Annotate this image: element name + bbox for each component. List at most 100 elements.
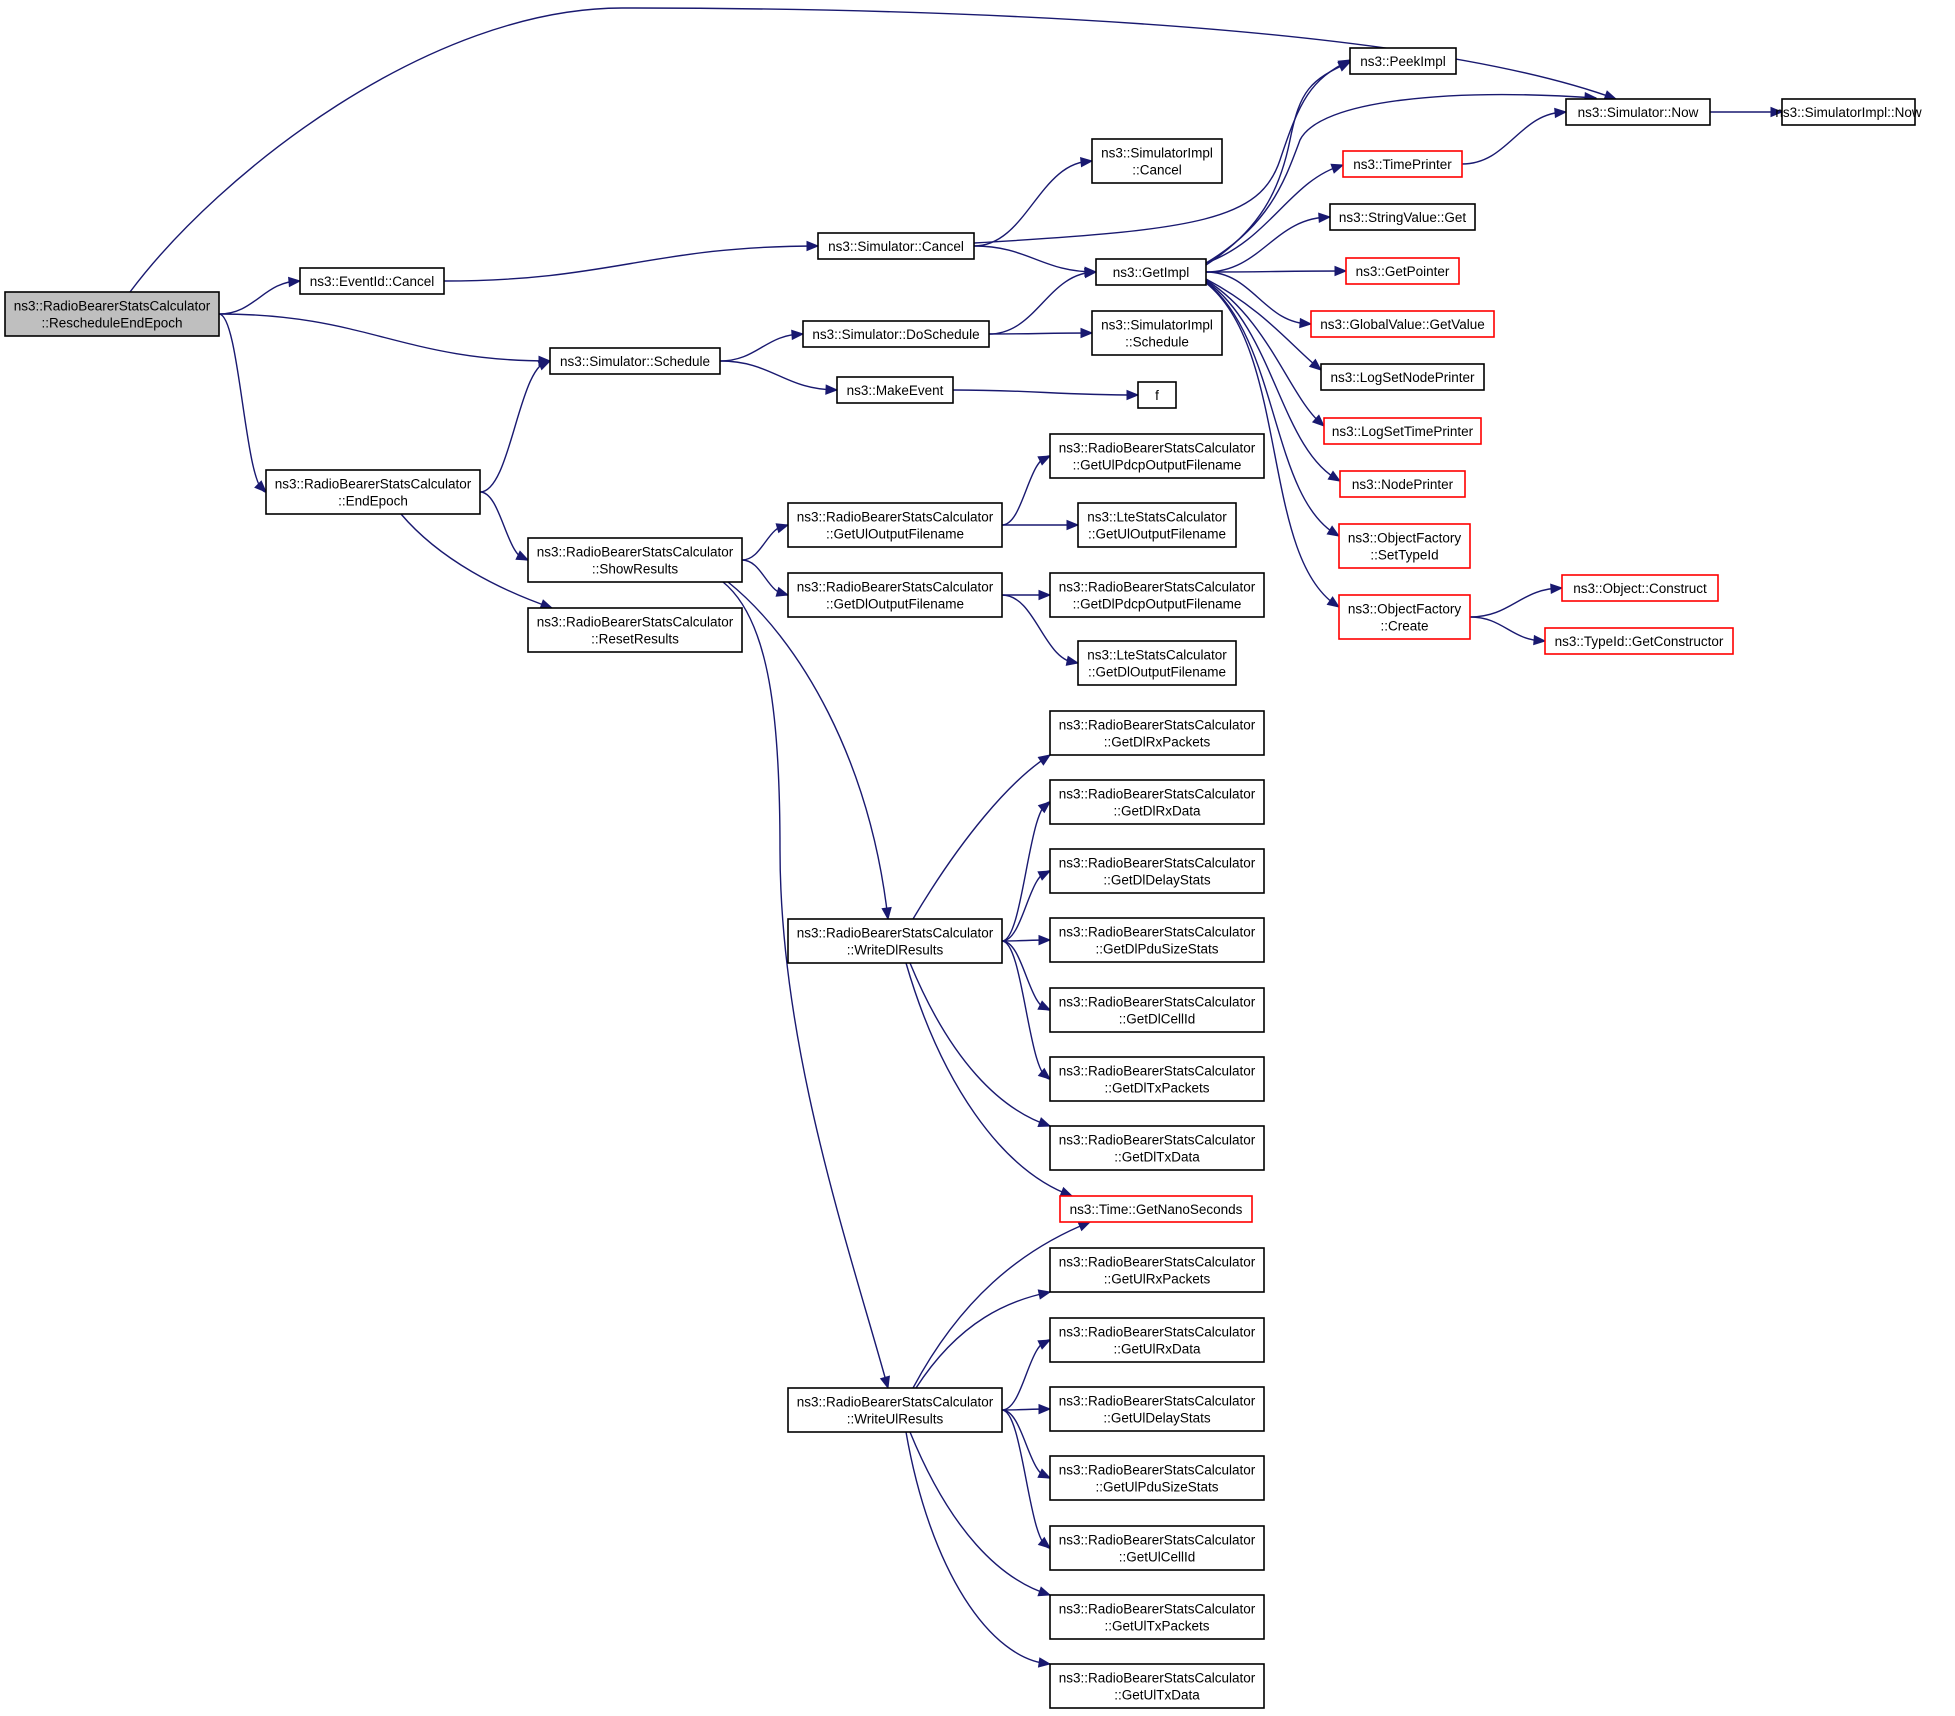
node-label-line: ::Create: [1380, 619, 1428, 634]
node-sim-doschedule[interactable]: ns3::Simulator::DoSchedule: [802, 320, 990, 348]
node-label-line: ::EndEpoch: [338, 494, 408, 509]
node-getultxdata[interactable]: ns3::RadioBearerStatsCalculator::GetUlTx…: [1049, 1663, 1265, 1709]
edge-getimpl-to-getpointer: [1205, 265, 1348, 277]
node-box: [1049, 710, 1265, 756]
node-sim-now[interactable]: ns3::Simulator::Now: [1565, 98, 1711, 126]
edge-line: [1205, 280, 1341, 482]
node-getulrxpackets[interactable]: ns3::RadioBearerStatsCalculator::GetUlRx…: [1049, 1247, 1265, 1293]
node-getuloutputfilename[interactable]: ns3::RadioBearerStatsCalculator::GetUlOu…: [787, 502, 1003, 548]
edge-endepoch-to-resetresults: [400, 513, 554, 610]
node-getuldelaystats[interactable]: ns3::RadioBearerStatsCalculator::GetUlDe…: [1049, 1386, 1265, 1432]
edge-line: [905, 1431, 1051, 1665]
arrowhead: [1084, 267, 1098, 279]
edge-getimpl-to-logsetnodeprinter: [1205, 278, 1323, 371]
node-showresults[interactable]: ns3::RadioBearerStatsCalculator::ShowRes…: [527, 537, 743, 583]
node-root[interactable]: ns3::RadioBearerStatsCalculator::Resched…: [4, 291, 220, 337]
node-getultxpackets[interactable]: ns3::RadioBearerStatsCalculator::GetUlTx…: [1049, 1594, 1265, 1640]
node-label-line: ns3::RadioBearerStatsCalculator: [797, 1395, 994, 1410]
node-label-line: ns3::RadioBearerStatsCalculator: [1059, 718, 1256, 733]
node-getdltxpackets[interactable]: ns3::RadioBearerStatsCalculator::GetDlTx…: [1049, 1056, 1265, 1102]
node-box: [1049, 917, 1265, 963]
node-simimpl-cancel[interactable]: ns3::SimulatorImpl::Cancel: [1091, 138, 1223, 184]
node-logsettimeprinter[interactable]: ns3::LogSetTimePrinter: [1323, 417, 1482, 445]
node-of-settypeid[interactable]: ns3::ObjectFactory::SetTypeId: [1338, 523, 1471, 569]
node-getdlrxdata[interactable]: ns3::RadioBearerStatsCalculator::GetDlRx…: [1049, 779, 1265, 825]
node-getdlcellid[interactable]: ns3::RadioBearerStatsCalculator::GetDlCe…: [1049, 987, 1265, 1033]
arrowhead: [1037, 1586, 1052, 1597]
node-box: [1338, 594, 1471, 640]
node-getulpdusizestats[interactable]: ns3::RadioBearerStatsCalculator::GetUlPd…: [1049, 1455, 1265, 1501]
edge-line: [722, 581, 889, 1389]
node-getdldelaystats[interactable]: ns3::RadioBearerStatsCalculator::GetDlDe…: [1049, 848, 1265, 894]
arrowhead: [515, 550, 530, 561]
node-label-line: ns3::RadioBearerStatsCalculator: [537, 615, 734, 630]
edge-endepoch-to-sim_schedule: [479, 360, 552, 493]
node-box: [836, 376, 954, 404]
edge-writeulresults-to-time_getnanoseconds: [912, 1221, 1092, 1389]
arrowhead: [537, 360, 552, 371]
node-sim-cancel[interactable]: ns3::Simulator::Cancel: [817, 232, 975, 260]
node-lte-getuloutputfilename[interactable]: ns3::LteStatsCalculator::GetUlOutputFile…: [1077, 502, 1237, 548]
node-f[interactable]: f: [1137, 381, 1177, 409]
node-box: [1338, 523, 1471, 569]
edge-line: [727, 581, 889, 920]
node-label-line: ns3::Time::GetNanoSeconds: [1070, 1202, 1243, 1217]
node-time-getnanoseconds[interactable]: ns3::Time::GetNanoSeconds: [1059, 1195, 1253, 1223]
node-logsetnodeprinter[interactable]: ns3::LogSetNodePrinter: [1320, 363, 1485, 391]
node-simimpl-now[interactable]: ns3::SimulatorImpl::Now: [1775, 98, 1922, 126]
node-box: [1342, 150, 1463, 178]
node-peekimpl[interactable]: ns3::PeekImpl: [1349, 47, 1457, 75]
node-box: [787, 572, 1003, 618]
edge-writedlresults-to-getdlrxpackets: [912, 754, 1052, 920]
node-getdltxdata[interactable]: ns3::RadioBearerStatsCalculator::GetDlTx…: [1049, 1125, 1265, 1171]
node-label-line: ::GetDlDelayStats: [1103, 873, 1211, 888]
node-label-line: ::Cancel: [1132, 163, 1182, 178]
node-object-construct[interactable]: ns3::Object::Construct: [1561, 574, 1719, 602]
arrowhead: [1337, 61, 1352, 72]
node-getdloutputfilename[interactable]: ns3::RadioBearerStatsCalculator::GetDlOu…: [787, 572, 1003, 618]
node-getimpl[interactable]: ns3::GetImpl: [1095, 258, 1207, 286]
node-label-line: ns3::RadioBearerStatsCalculator: [1059, 1325, 1256, 1340]
node-box: [1091, 138, 1223, 184]
node-of-create[interactable]: ns3::ObjectFactory::Create: [1338, 594, 1471, 640]
arrowhead: [806, 240, 820, 252]
node-getpointer[interactable]: ns3::GetPointer: [1345, 257, 1460, 285]
node-stringvalue-get[interactable]: ns3::StringValue::Get: [1329, 203, 1476, 231]
node-label-line: ::GetUlCellId: [1119, 1550, 1196, 1565]
node-getdlpdusizestats[interactable]: ns3::RadioBearerStatsCalculator::GetDlPd…: [1049, 917, 1265, 963]
node-label-line: ns3::RadioBearerStatsCalculator: [1059, 1602, 1256, 1617]
arrowhead: [1037, 1117, 1052, 1128]
node-getdlpdcpoutputfilename[interactable]: ns3::RadioBearerStatsCalculator::GetDlPd…: [1049, 572, 1265, 618]
node-eventid-cancel[interactable]: ns3::EventId::Cancel: [299, 267, 445, 295]
node-getulcellid[interactable]: ns3::RadioBearerStatsCalculator::GetUlCe…: [1049, 1525, 1265, 1571]
node-typeid-getconstructor[interactable]: ns3::TypeId::GetConstructor: [1544, 627, 1734, 655]
node-getulrxdata[interactable]: ns3::RadioBearerStatsCalculator::GetUlRx…: [1049, 1317, 1265, 1363]
node-sim-schedule[interactable]: ns3::Simulator::Schedule: [549, 347, 721, 375]
node-globalvalue-getvalue[interactable]: ns3::GlobalValue::GetValue: [1310, 310, 1495, 338]
arrowhead: [1037, 1536, 1052, 1549]
edge-line: [719, 360, 838, 391]
edge-line: [129, 7, 1617, 293]
node-resetresults[interactable]: ns3::RadioBearerStatsCalculator::ResetRe…: [527, 607, 743, 653]
node-box: [817, 232, 975, 260]
node-nodeprinter[interactable]: ns3::NodePrinter: [1339, 470, 1466, 498]
edge-line: [909, 962, 1051, 1127]
node-endepoch[interactable]: ns3::RadioBearerStatsCalculator::EndEpoc…: [265, 469, 481, 515]
edge-line: [443, 245, 819, 282]
node-simimpl-schedule[interactable]: ns3::SimulatorImpl::Schedule: [1091, 310, 1223, 356]
node-makeevent[interactable]: ns3::MakeEvent: [836, 376, 954, 404]
node-lte-getdloutputfilename[interactable]: ns3::LteStatsCalculator::GetDlOutputFile…: [1077, 640, 1237, 686]
node-timeprinter[interactable]: ns3::TimePrinter: [1342, 150, 1463, 178]
node-writedlresults[interactable]: ns3::RadioBearerStatsCalculator::WriteDl…: [787, 918, 1003, 964]
edge-getimpl-to-peekimpl: [1205, 61, 1352, 266]
node-box: [1049, 1455, 1265, 1501]
node-getdlrxpackets[interactable]: ns3::RadioBearerStatsCalculator::GetDlRx…: [1049, 710, 1265, 756]
arrowhead: [1550, 583, 1564, 594]
node-label-line: ::GetDlTxData: [1114, 1150, 1200, 1165]
arrowhead: [1037, 1468, 1052, 1479]
node-box: [1049, 1594, 1265, 1640]
node-writeulresults[interactable]: ns3::RadioBearerStatsCalculator::WriteUl…: [787, 1387, 1003, 1433]
node-getulpdcpoutputfilename[interactable]: ns3::RadioBearerStatsCalculator::GetUlPd…: [1049, 433, 1265, 479]
node-box: [1049, 1125, 1265, 1171]
edge-line: [988, 271, 1097, 335]
